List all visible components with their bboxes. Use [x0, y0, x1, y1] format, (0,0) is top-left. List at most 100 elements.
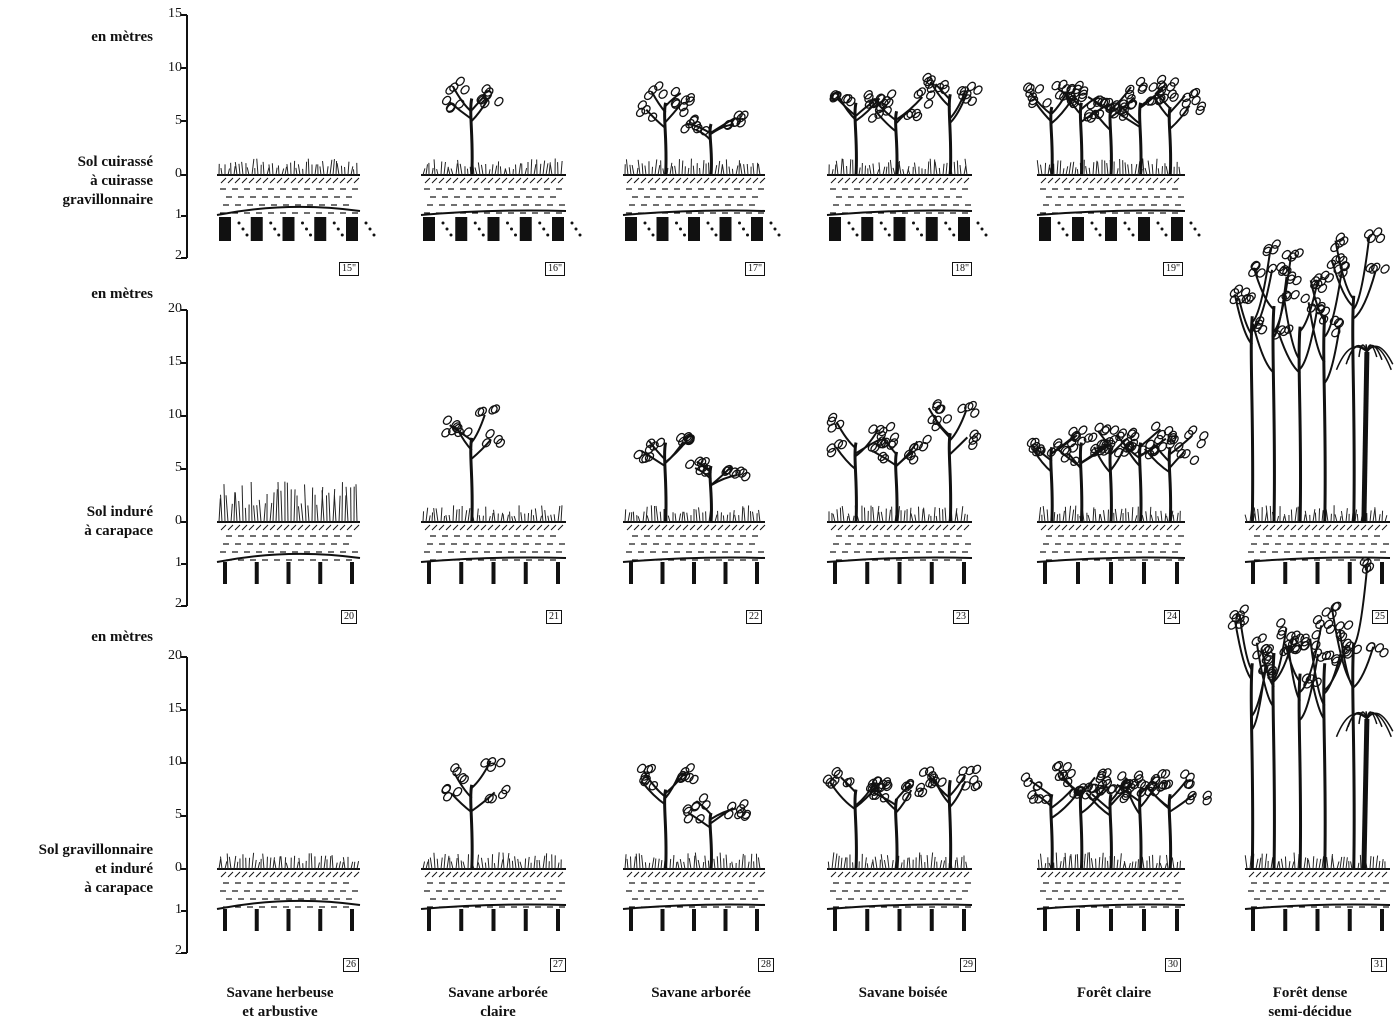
- soil-hatch: [1104, 178, 1109, 183]
- soil-hatch: [1249, 525, 1254, 530]
- grass-blade: [718, 161, 720, 175]
- carapace-post: [724, 909, 728, 931]
- grass-blade: [1341, 511, 1343, 522]
- grass-blade: [750, 511, 751, 522]
- grass-blade: [1316, 859, 1317, 869]
- grass-blade: [451, 862, 453, 869]
- grass-blade: [751, 854, 752, 869]
- grass-blade: [270, 503, 272, 522]
- carapace-post: [255, 562, 259, 584]
- grass-blade: [1120, 853, 1121, 869]
- soil-hatch: [333, 872, 338, 877]
- grass-blade: [696, 509, 697, 522]
- soil-hatch: [1326, 525, 1331, 530]
- gravel-dot: [305, 228, 308, 231]
- tree-leaf: [1301, 294, 1309, 302]
- grass-blade: [549, 162, 550, 175]
- gravel-dot: [715, 234, 718, 237]
- grass-blade: [298, 164, 300, 175]
- soil-hatch: [509, 525, 514, 530]
- gravel-dot: [770, 222, 773, 225]
- carapace-post: [661, 909, 665, 931]
- grass-blade: [921, 855, 922, 869]
- gravel-dot: [1165, 234, 1168, 237]
- soil-hatch: [922, 872, 927, 877]
- grass-blade: [437, 859, 438, 869]
- grass-blade: [1146, 511, 1147, 522]
- grass-blade: [832, 852, 834, 869]
- grass-blade: [841, 159, 842, 175]
- grass-blade: [881, 854, 883, 869]
- soil-hatch: [256, 872, 261, 877]
- grass-blade: [531, 159, 532, 175]
- grass-blade: [1135, 515, 1137, 522]
- tree-leaf: [499, 790, 507, 798]
- grass-blade: [727, 515, 728, 522]
- grass-blade: [643, 512, 644, 522]
- grass-blade: [1270, 506, 1271, 522]
- tree-leaf: [1381, 265, 1389, 273]
- grass-blade: [744, 508, 745, 522]
- grass-blade: [465, 510, 467, 522]
- soil-hatch: [340, 525, 345, 530]
- soil-hatch: [1153, 178, 1158, 183]
- grass-blade: [703, 862, 704, 869]
- soil-hatch: [1305, 872, 1310, 877]
- soil-hatch: [1132, 872, 1137, 877]
- tree-leaf: [686, 460, 694, 468]
- soil-hatch: [648, 872, 653, 877]
- gravel-dot: [948, 228, 951, 231]
- grass-blade: [1173, 515, 1174, 522]
- grass-blade: [884, 860, 886, 869]
- grass-blade: [740, 163, 742, 175]
- soil-hatch: [1256, 525, 1261, 530]
- grass-blade: [890, 160, 892, 175]
- soil-hatch: [263, 178, 268, 183]
- soil-hatch: [558, 525, 563, 530]
- soil-hatch: [277, 872, 282, 877]
- tree-trunk: [1110, 447, 1111, 522]
- soil-hatch: [1090, 872, 1095, 877]
- soil-hatch: [347, 178, 352, 183]
- tree-trunk: [1251, 663, 1252, 869]
- grass-blade: [873, 507, 874, 522]
- grass-blade: [1098, 162, 1099, 175]
- soil-hatch: [704, 872, 709, 877]
- grass-blade: [221, 168, 222, 175]
- grass-blade: [485, 863, 486, 869]
- grass-blade: [279, 856, 280, 869]
- soil-hatch: [1319, 525, 1324, 530]
- grass-blade: [676, 862, 677, 869]
- grass-blade: [705, 856, 706, 869]
- gravel-dot: [1161, 228, 1164, 231]
- grass-blade: [1150, 507, 1151, 522]
- grass-blade: [1120, 509, 1122, 522]
- grass-blade: [434, 853, 435, 869]
- grass-blade: [1069, 506, 1071, 522]
- soil-hatch: [523, 525, 528, 530]
- soil-hatch: [1167, 178, 1172, 183]
- tree-leaf: [1118, 772, 1126, 780]
- soil-hatch: [291, 178, 296, 183]
- tree-branch: [1235, 622, 1252, 680]
- grass-blade: [1060, 861, 1061, 869]
- soil-hatch: [697, 525, 702, 530]
- carapace-post: [1348, 909, 1352, 931]
- grass-blade: [296, 168, 297, 175]
- grass-blade: [1039, 507, 1041, 522]
- carapace-post: [865, 562, 869, 584]
- grass-blade: [682, 161, 683, 175]
- soil-hatch: [845, 872, 850, 877]
- grass-blade: [875, 857, 877, 869]
- carapace-post: [427, 562, 431, 584]
- tree-leaf: [886, 423, 894, 431]
- gravel-dot: [242, 228, 245, 231]
- grass-blade: [468, 508, 470, 522]
- grass-blade: [1259, 858, 1261, 869]
- grass-blade: [1045, 863, 1046, 869]
- soil-hatch: [467, 872, 472, 877]
- grass-blade: [509, 167, 510, 175]
- soil-hatch: [831, 525, 836, 530]
- grass-blade: [336, 161, 337, 175]
- carapace-post: [1076, 562, 1080, 584]
